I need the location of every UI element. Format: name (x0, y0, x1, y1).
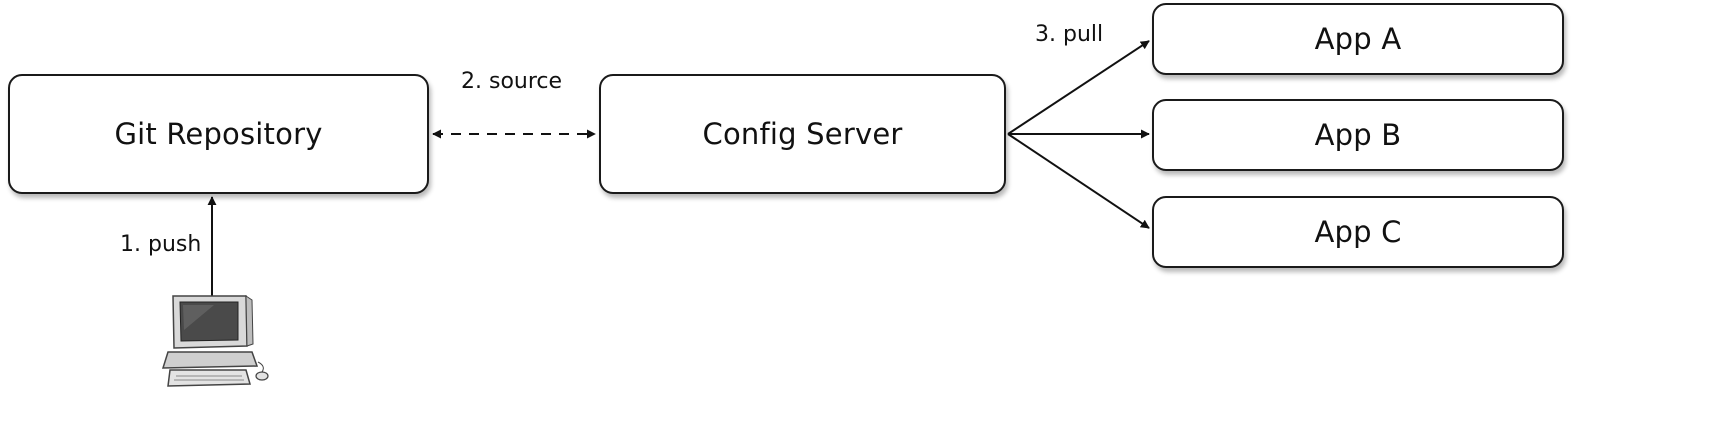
app-b-label: App B (1314, 118, 1402, 152)
desktop-computer-icon (161, 295, 269, 387)
app-a-box: App A (1152, 3, 1564, 75)
app-c-box: App C (1152, 196, 1564, 268)
app-b-box: App B (1152, 99, 1564, 171)
git-repository-box: Git Repository (8, 74, 429, 194)
pull-arrow-app-c (1007, 133, 1150, 229)
app-a-label: App A (1314, 22, 1402, 56)
git-repository-label: Git Repository (114, 117, 323, 151)
pull-step-label: 3. pull (1035, 22, 1104, 47)
app-c-label: App C (1314, 215, 1402, 249)
source-step-label: 2. source (461, 69, 563, 94)
config-server-box: Config Server (599, 74, 1006, 194)
pull-arrow-app-a (1007, 40, 1150, 135)
config-server-label: Config Server (702, 117, 903, 151)
push-step-label: 1. push (120, 232, 202, 257)
